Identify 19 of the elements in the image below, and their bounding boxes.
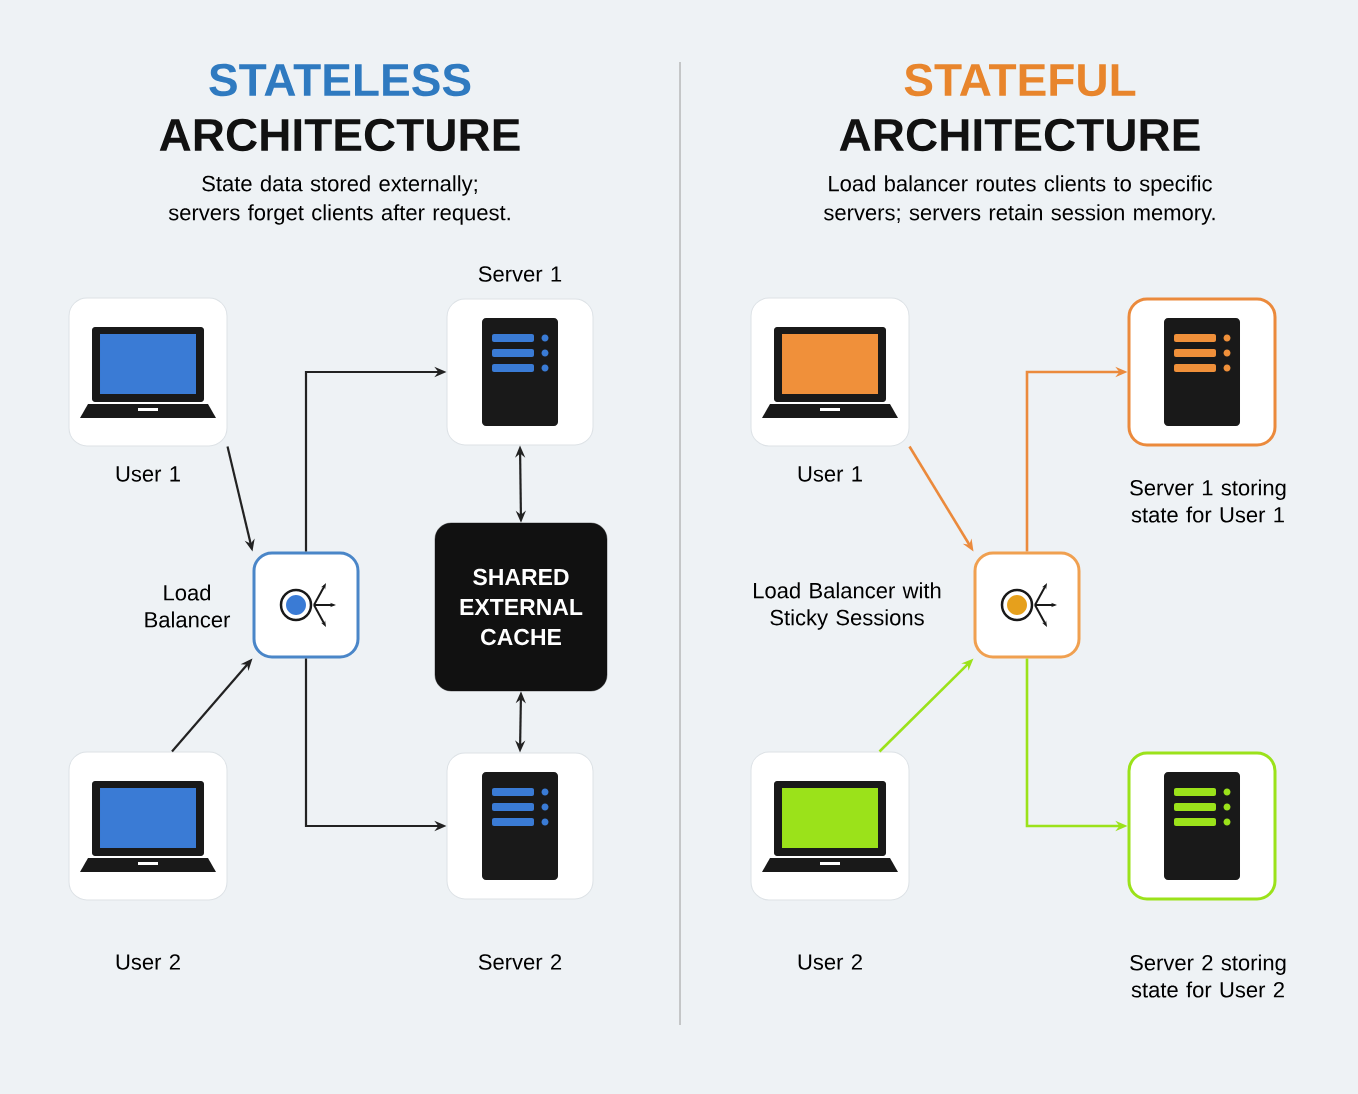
cache-box: SHARED EXTERNAL CACHE [434, 522, 608, 692]
heading: ARCHITECTURE [839, 118, 1200, 152]
subtitle: Load balancer routes clients to specific servers; servers retain session memory. [824, 175, 1215, 225]
heading: STATELESS [209, 63, 471, 97]
node-caption: User 2 [798, 954, 862, 970]
node-caption: Server 2 [478, 954, 562, 970]
node-caption: User 1 [798, 466, 862, 482]
node-caption: Server 2 storing state for User 2 [1130, 954, 1286, 998]
node-caption: User 2 [116, 954, 180, 970]
load-balancer-box [252, 551, 360, 659]
node-caption: Server 1 [478, 266, 562, 282]
node-caption: Load Balancer [145, 584, 231, 628]
node-caption: User 1 [116, 466, 180, 482]
heading: STATEFUL [904, 63, 1136, 97]
load-balancer-box [973, 551, 1081, 659]
heading: ARCHITECTURE [159, 118, 520, 152]
node-caption: Server 1 storing state for User 1 [1130, 479, 1286, 523]
node-caption: Load Balancer with Sticky Sessions [754, 582, 941, 630]
subtitle: State data stored externally; servers forget clients after request. [168, 175, 510, 225]
